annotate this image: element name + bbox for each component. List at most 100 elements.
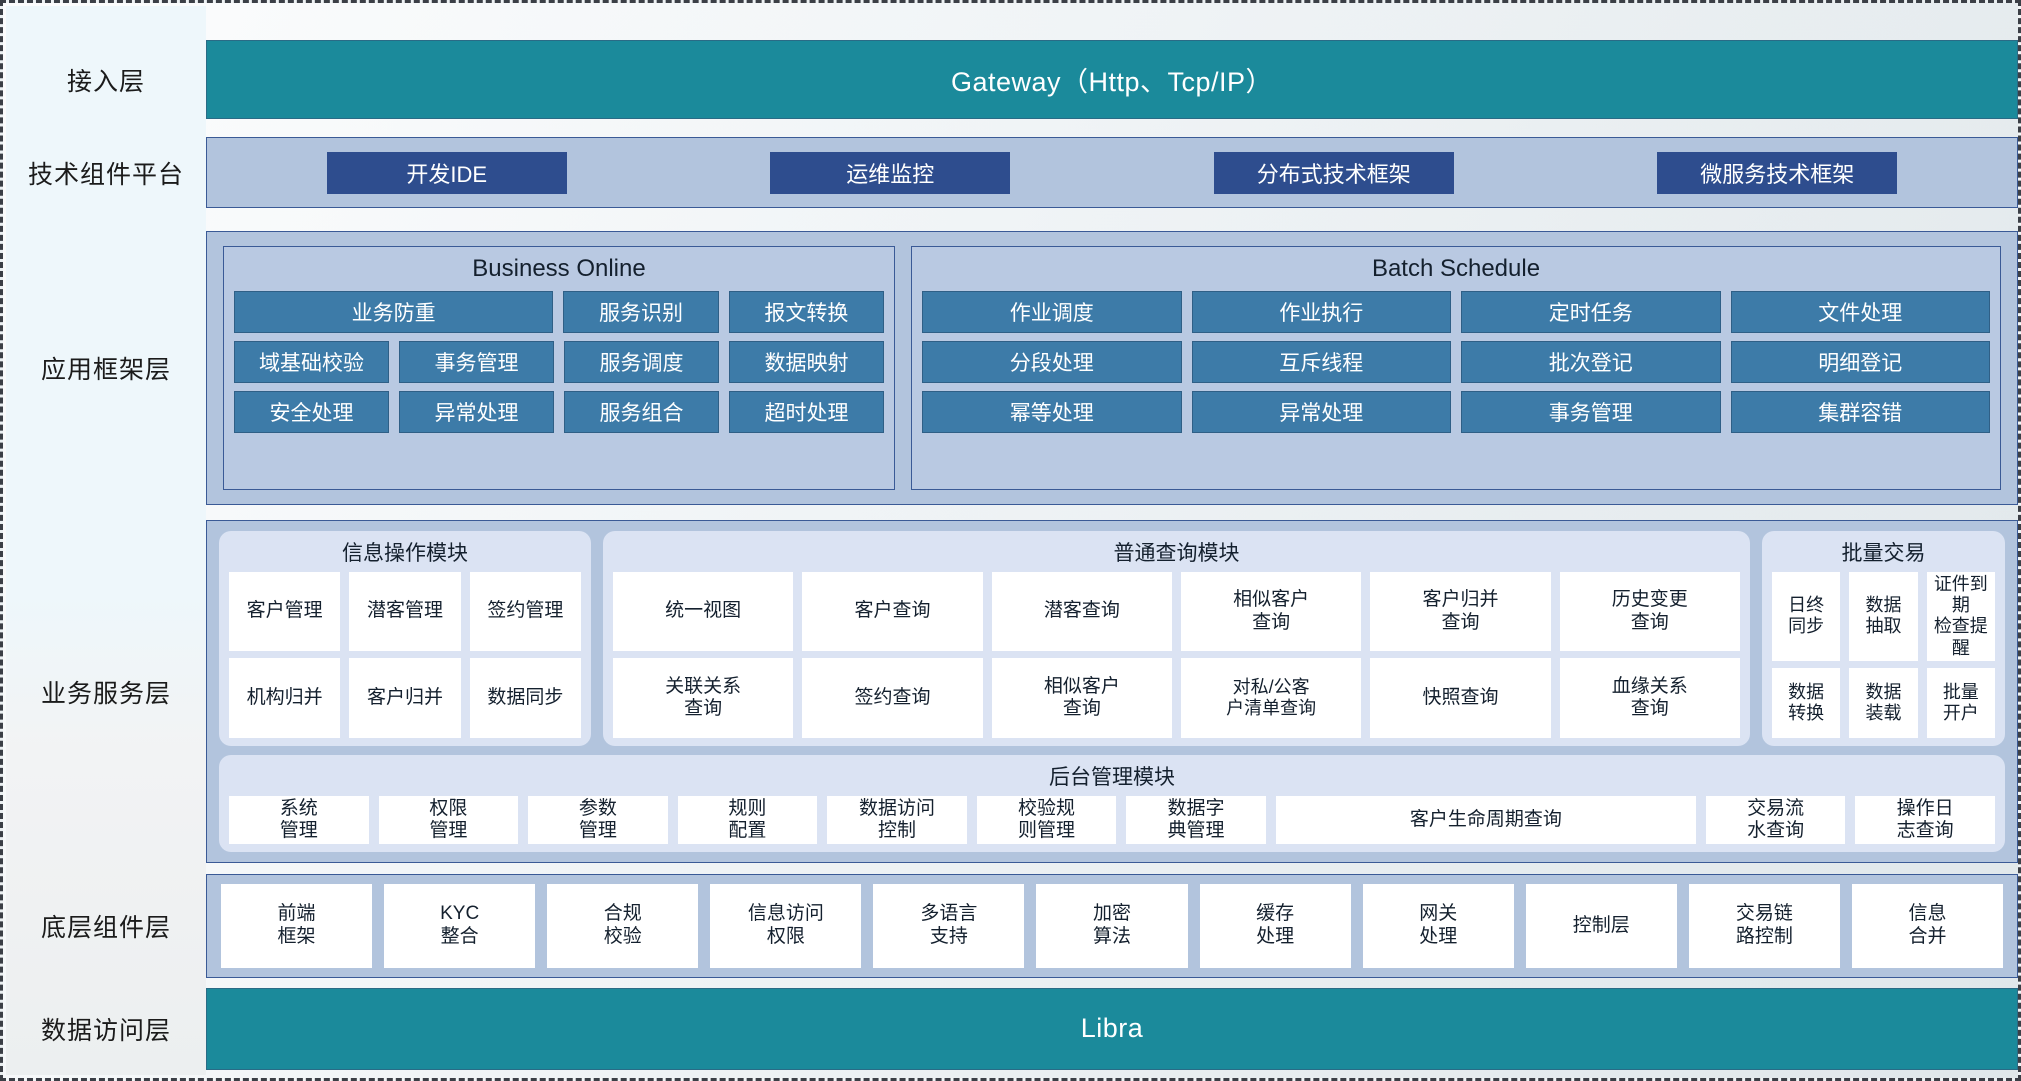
cell-prospect-management[interactable]: 潜客管理 (349, 571, 461, 652)
cell-prospect-query[interactable]: 潜客查询 (991, 571, 1172, 652)
gateway-bar[interactable]: Gateway（Http、Tcp/IP） (206, 40, 2018, 120)
cell-eod-sync[interactable]: 日终 同步 (1772, 571, 1841, 661)
cell-validation-rule-management[interactable]: 校验规 则管理 (976, 795, 1117, 845)
cell-similar-customer-query-2[interactable]: 相似客户 查询 (991, 658, 1172, 738)
cell-frontend-framework[interactable]: 前端 框架 (221, 883, 373, 968)
cell-org-merge[interactable]: 机构归并 (229, 658, 341, 738)
layer-body-data-access: Libra (206, 988, 2018, 1070)
component-layer-band: 前端 框架 KYC 整合 合规 校验 信息访问 权限 多语言 支持 加密 算法 … (206, 873, 2018, 978)
layer-body-access: Gateway（Http、Tcp/IP） (206, 40, 2018, 120)
app-cell-job-execution[interactable]: 作业执行 (1191, 291, 1451, 334)
layer-business-service: 业务服务层 信息操作模块 客户管理 潜客管理 签约管理 (6, 519, 2018, 864)
cell-customer-merge-query[interactable]: 客户归并 查询 (1370, 571, 1551, 652)
tech-platform-band: 开发IDE 运维监控 分布式技术框架 微服务技术框架 (206, 137, 2018, 209)
cell-encryption-algorithm[interactable]: 加密 算法 (1036, 883, 1188, 968)
cell-similar-customer-query-1[interactable]: 相似客户 查询 (1180, 571, 1362, 652)
app-cell-message-transform[interactable]: 报文转换 (728, 291, 884, 334)
app-row: 分段处理 互斥线程 批次登记 明细登记 (922, 341, 1990, 384)
app-cell-timeout-handling[interactable]: 超时处理 (729, 391, 884, 434)
cell-batch-account-open[interactable]: 批量 开户 (1926, 667, 1995, 738)
app-cell-exception-handling-online[interactable]: 异常处理 (399, 391, 554, 434)
app-cell-cluster-fault-tolerance[interactable]: 集群容错 (1730, 391, 1990, 434)
cell-multilanguage-support[interactable]: 多语言 支持 (873, 883, 1025, 968)
module-row: 数据 转换 数据 装载 批量 开户 (1772, 667, 1995, 738)
module-row: 客户管理 潜客管理 签约管理 (229, 571, 581, 652)
tech-chip-distributed-framework[interactable]: 分布式技术框架 (1213, 151, 1454, 194)
business-service-band: 信息操作模块 客户管理 潜客管理 签约管理 机构归并 客户归并 (206, 519, 2018, 864)
app-cell-exception-handling-batch[interactable]: 异常处理 (1191, 391, 1451, 434)
cell-customer-query[interactable]: 客户查询 (802, 571, 983, 652)
module-general-query: 普通查询模块 统一视图 客户查询 潜客查询 相似客户 查询 客户归并 查询 历史… (603, 530, 1750, 746)
app-cell-business-dedup[interactable]: 业务防重 (234, 291, 554, 334)
app-cell-domain-validation[interactable]: 域基础校验 (234, 341, 389, 384)
layer-body-business-service: 信息操作模块 客户管理 潜客管理 签约管理 机构归并 客户归并 (206, 519, 2018, 864)
libra-bar[interactable]: Libra (206, 988, 2018, 1070)
module-rows-info-operation: 客户管理 潜客管理 签约管理 机构归并 客户归并 数据同步 (229, 571, 581, 738)
app-cell-job-scheduling[interactable]: 作业调度 (922, 291, 1182, 334)
app-cell-service-composition[interactable]: 服务组合 (564, 391, 719, 434)
cell-certificate-expiry-reminder[interactable]: 证件到期 检查提醒 (1926, 571, 1995, 661)
cell-system-management[interactable]: 系统 管理 (229, 795, 369, 845)
cell-kyc-integration[interactable]: KYC 整合 (384, 883, 536, 968)
app-cell-service-identify[interactable]: 服务识别 (563, 291, 719, 334)
app-cell-security-processing[interactable]: 安全处理 (234, 391, 389, 434)
module-row: 日终 同步 数据 抽取 证件到期 检查提醒 (1772, 571, 1995, 661)
cell-operation-log-query[interactable]: 操作日 志查询 (1855, 795, 1995, 845)
cell-compliance-validation[interactable]: 合规 校验 (547, 883, 699, 968)
cell-relationship-query[interactable]: 关联关系 查询 (613, 658, 794, 738)
tech-chip-ops-monitoring[interactable]: 运维监控 (770, 151, 1011, 194)
cell-history-change-query[interactable]: 历史变更 查询 (1559, 571, 1740, 652)
cell-info-merge[interactable]: 信息 合并 (1851, 883, 2004, 968)
app-cell-mutex-thread[interactable]: 互斥线程 (1191, 341, 1451, 384)
cell-data-access-control[interactable]: 数据访问 控制 (827, 795, 967, 845)
cell-snapshot-query[interactable]: 快照查询 (1370, 658, 1551, 738)
app-cell-idempotent-processing[interactable]: 幂等处理 (922, 391, 1182, 434)
app-cell-timed-task[interactable]: 定时任务 (1461, 291, 1721, 334)
cell-data-transform[interactable]: 数据 转换 (1772, 667, 1841, 738)
cell-info-access-permission[interactable]: 信息访问 权限 (710, 883, 862, 968)
app-cell-service-scheduling[interactable]: 服务调度 (564, 341, 719, 384)
cell-data-sync[interactable]: 数据同步 (469, 658, 581, 738)
cell-private-public-customer-list-query[interactable]: 对私/公客 户清单查询 (1180, 658, 1362, 738)
cell-customer-merge[interactable]: 客户归并 (349, 658, 461, 738)
cell-customer-management[interactable]: 客户管理 (229, 571, 341, 652)
app-group-rows-business-online: 业务防重 服务识别 报文转换 域基础校验 事务管理 服务调度 数据映射 (234, 291, 884, 479)
cell-data-load[interactable]: 数据 装载 (1849, 667, 1918, 738)
cell-cache-processing[interactable]: 缓存 处理 (1199, 883, 1351, 968)
cell-transaction-flow-query[interactable]: 交易流 水查询 (1705, 795, 1846, 845)
app-cell-detail-registration[interactable]: 明细登记 (1730, 341, 1990, 384)
module-batch-transaction: 批量交易 日终 同步 数据 抽取 证件到期 检查提醒 数据 转换 数据 装载 (1762, 530, 2005, 746)
cell-lineage-query[interactable]: 血缘关系 查询 (1559, 658, 1740, 738)
cell-parameter-management[interactable]: 参数 管理 (528, 795, 668, 845)
cell-control-layer[interactable]: 控制层 (1525, 883, 1677, 968)
app-cell-transaction-mgmt-online[interactable]: 事务管理 (399, 341, 554, 384)
cell-transaction-link-control[interactable]: 交易链 路控制 (1688, 883, 1840, 968)
app-group-title-business-online: Business Online (472, 255, 646, 283)
app-cell-batch-registration[interactable]: 批次登记 (1461, 341, 1721, 384)
app-row: 业务防重 服务识别 报文转换 (234, 291, 884, 334)
cell-contract-management[interactable]: 签约管理 (469, 571, 581, 652)
app-group-business-online: Business Online 业务防重 服务识别 报文转换 域基础校验 事务管… (223, 246, 895, 490)
app-cell-data-mapping[interactable]: 数据映射 (729, 341, 884, 384)
app-cell-transaction-mgmt-batch[interactable]: 事务管理 (1461, 391, 1721, 434)
layer-body-app-framework: Business Online 业务防重 服务识别 报文转换 域基础校验 事务管… (206, 231, 2018, 505)
tech-chip-microservice-framework[interactable]: 微服务技术框架 (1657, 151, 1898, 194)
layer-label-tech-platform: 技术组件平台 (27, 160, 184, 189)
cell-data-extract[interactable]: 数据 抽取 (1849, 571, 1918, 661)
cell-data-dictionary-management[interactable]: 数据字 典管理 (1126, 795, 1266, 845)
app-group-rows-batch-schedule: 作业调度 作业执行 定时任务 文件处理 分段处理 互斥线程 批次登记 明细登记 (922, 291, 1990, 479)
layer-label-business-service: 业务服务层 (40, 679, 171, 708)
app-cell-segment-processing[interactable]: 分段处理 (922, 341, 1182, 384)
module-row: 关联关系 查询 签约查询 相似客户 查询 对私/公客 户清单查询 快照查询 血缘… (613, 658, 1740, 738)
cell-contract-query[interactable]: 签约查询 (802, 658, 983, 738)
cell-gateway-processing[interactable]: 网关 处理 (1362, 883, 1514, 968)
cell-unified-view[interactable]: 统一视图 (613, 571, 794, 652)
cell-rule-configuration[interactable]: 规则 配置 (677, 795, 818, 845)
cell-permission-management[interactable]: 权限 管理 (378, 795, 519, 845)
libra-bar-text: Libra (1080, 1013, 1144, 1044)
module-title-batch-transaction: 批量交易 (1841, 541, 1926, 565)
cell-customer-lifecycle-query[interactable]: 客户生命周期查询 (1275, 795, 1696, 845)
tech-chip-dev-ide[interactable]: 开发IDE (326, 151, 567, 194)
app-cell-file-processing[interactable]: 文件处理 (1730, 291, 1990, 334)
business-modules-row: 信息操作模块 客户管理 潜客管理 签约管理 机构归并 客户归并 (219, 530, 2005, 746)
